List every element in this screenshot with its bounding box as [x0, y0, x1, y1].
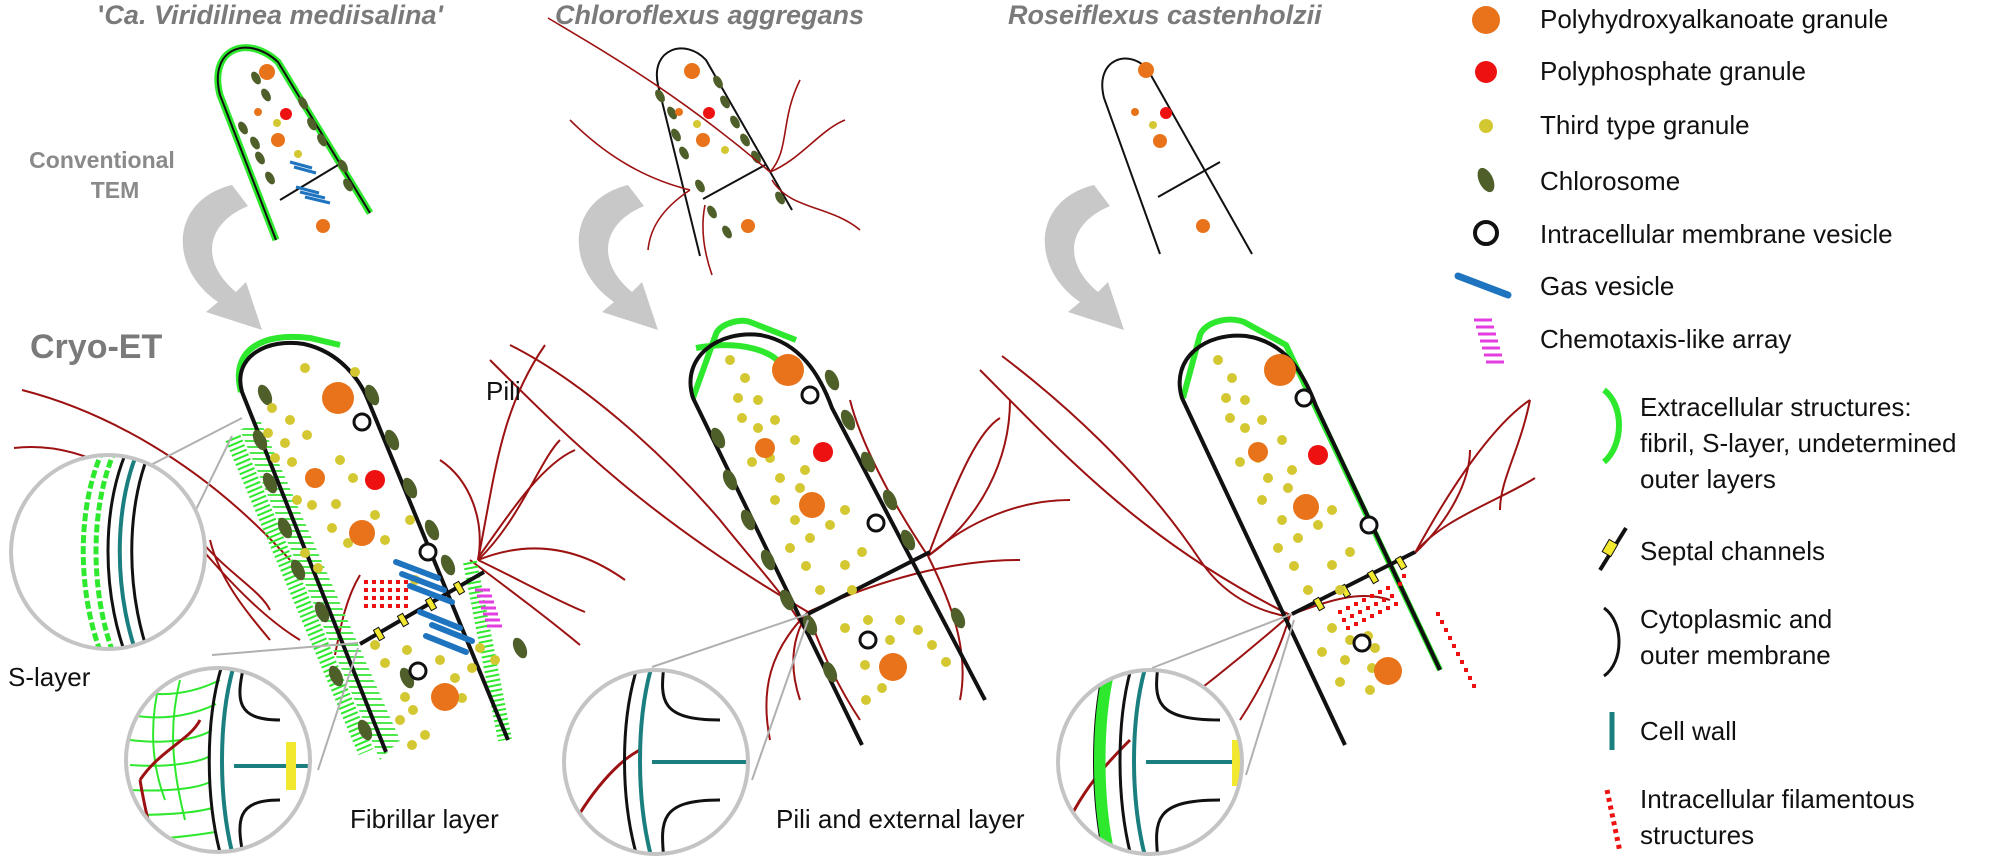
legend-label-chemotaxis: Chemotaxis-like array	[1540, 324, 1791, 354]
label-pili: Pili	[486, 376, 521, 406]
legend-label-extracellular-3: outer layers	[1640, 464, 1776, 494]
label-conventional-tem-line1: Conventional	[29, 147, 175, 173]
chemotaxis-array-icon	[1474, 318, 1504, 364]
legend-label-extracellular-2: fibril, S-layer, undetermined	[1640, 428, 1956, 458]
title-roseiflexus: Roseiflexus castenholzii	[1008, 0, 1322, 30]
label-fibrillar-layer: Fibrillar layer	[350, 804, 499, 834]
legend-membrane: Cytoplasmic and outer membrane	[1603, 604, 1832, 678]
pili-cell1	[13, 344, 626, 656]
third-type-granule-icon	[1479, 119, 1493, 133]
legend: Polyhydroxyalkanoate granule Polyphospha…	[1454, 4, 1956, 853]
legend-label-cellwall: Cell wall	[1640, 716, 1737, 746]
zoom-circle-pili	[562, 668, 750, 856]
legend-label-extracellular-1: Extracellular structures:	[1640, 392, 1912, 422]
legend-label-chlorosome: Chlorosome	[1540, 166, 1680, 196]
title-chloroflexus: Chloroflexus aggregans	[555, 0, 864, 30]
cryo-cell-chloroflexus	[688, 317, 987, 746]
membrane-icon	[1603, 606, 1621, 678]
tem-cell-chloroflexus	[655, 47, 793, 257]
zoom-lines-cell2	[651, 613, 809, 781]
chlorosome-icon	[1477, 167, 1495, 193]
legend-label-gas-vesicle: Gas vesicle	[1540, 271, 1674, 301]
pili-cell3	[979, 355, 1536, 721]
legend-vesicle: Intracellular membrane vesicle	[1473, 219, 1893, 249]
legend-cellwall: Cell wall	[1609, 712, 1737, 750]
label-s-layer: S-layer	[8, 662, 91, 692]
tem-cell-roseiflexus	[1101, 57, 1253, 255]
legend-label-third-type: Third type granule	[1540, 110, 1750, 140]
legend-third-type: Third type granule	[1479, 110, 1750, 140]
zoom-lines-cell3	[1151, 613, 1295, 776]
zoom-circle-fibrillar	[124, 666, 312, 854]
legend-pha: Polyhydroxyalkanoate granule	[1472, 4, 1888, 34]
polyphosphate-granule-icon	[1475, 61, 1497, 83]
pili-cell2	[489, 344, 1071, 741]
label-pili-external-layer: Pili and external layer	[776, 804, 1025, 834]
legend-chemotaxis	[1474, 318, 1504, 364]
legend-septal: Septal channels	[1598, 526, 1825, 572]
membrane-vesicle-icon	[1473, 220, 1499, 246]
curved-arrows	[182, 185, 1124, 330]
septal-channel-icon	[1598, 526, 1628, 572]
cryo-cell-roseiflexus	[1177, 316, 1476, 746]
legend-chlorosome: Chlorosome	[1477, 166, 1680, 196]
gas-vesicle-icon	[1454, 272, 1512, 299]
label-conventional-tem-line2: TEM	[91, 177, 140, 203]
legend-label-vesicle: Intracellular membrane vesicle	[1540, 219, 1893, 249]
curved-arrow-3	[1044, 185, 1124, 330]
filament-icon	[1604, 789, 1623, 853]
extracellular-structure-icon	[1601, 387, 1622, 465]
cryo-cell-viridilinea	[225, 334, 528, 760]
legend-filament: Intracellular filamentous structures	[1604, 784, 1915, 853]
title-viridilinea: 'Ca. Viridilinea mediisalina'	[98, 0, 445, 30]
legend-label-filament-1: Intracellular filamentous	[1640, 784, 1915, 814]
zoom-circle-slayer	[9, 453, 207, 651]
legend-label-membrane-2: outer membrane	[1640, 640, 1831, 670]
legend-gas-vesicle: Gas vesicle	[1454, 271, 1674, 301]
legend-label-filament-2: structures	[1640, 820, 1754, 850]
pha-granule-icon	[1472, 6, 1500, 34]
curved-arrow-1	[182, 185, 262, 330]
legend-label-pha: Polyhydroxyalkanoate granule	[1540, 4, 1888, 34]
tem-pili	[547, 17, 861, 276]
curved-arrow-2	[578, 185, 658, 330]
label-cryo-et: Cryo-ET	[30, 328, 162, 366]
legend-label-polyphosphate: Polyphosphate granule	[1540, 56, 1806, 86]
legend-polyphosphate: Polyphosphate granule	[1475, 56, 1806, 86]
legend-label-septal: Septal channels	[1640, 536, 1825, 566]
zoom-circle-roseiflexus	[1056, 668, 1244, 856]
legend-label-membrane-1: Cytoplasmic and	[1640, 604, 1832, 634]
tem-cell-viridilinea	[214, 44, 373, 242]
legend-extracellular: Extracellular structures: fibril, S-laye…	[1601, 387, 1956, 494]
